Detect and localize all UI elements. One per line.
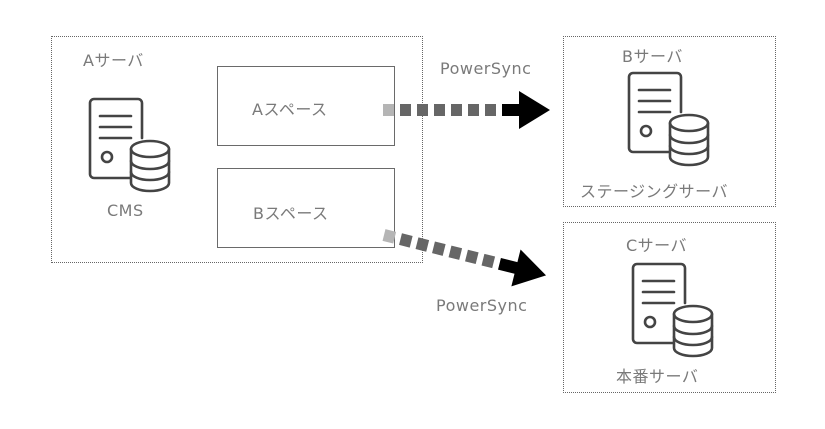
server-a-title: Aサーバ	[83, 51, 144, 70]
sync-arrow-a-to-b-dash-segment	[383, 104, 394, 116]
sync-arrow-a-to-b-dash-segment	[485, 104, 496, 116]
sync-arrow-b-to-c-arrowhead	[498, 249, 547, 287]
sync-arrow-b-to-c-dash-segment	[399, 233, 413, 248]
space-a-box[interactable]	[217, 66, 395, 146]
sync-arrow-a-to-b-arrowhead	[502, 91, 550, 129]
sync-arrow-a-to-b-dash-segment	[434, 104, 445, 116]
sync-arrow-b-to-c-dash-segment	[465, 249, 479, 265]
sync-arrow-a-to-b-dash-segment	[417, 104, 428, 116]
sync-arrow-b-to-c-dash-segment	[382, 229, 397, 244]
server-b-container	[563, 36, 776, 207]
space-b-box[interactable]	[217, 168, 395, 248]
sync-arrow-b-to-c-dash-segment	[448, 245, 463, 260]
sync-label-b-to-c: PowerSync	[436, 296, 528, 315]
server-c-title: Cサーバ	[626, 236, 688, 255]
sync-label-a-to-b: PowerSync	[440, 59, 532, 78]
server-b-caption: ステージングサーバ	[580, 182, 729, 201]
sync-arrow-a-to-b-dash-segment	[400, 104, 411, 116]
cms-label: CMS	[107, 201, 144, 220]
sync-arrow-b-to-c	[382, 229, 547, 287]
server-database-icon	[88, 97, 171, 193]
sync-arrow-b-to-c-dash-segment	[481, 253, 496, 269]
space-b-label: Bスペース	[253, 204, 329, 223]
server-c-container	[563, 222, 776, 393]
sync-arrow-a-to-b-dash-segment	[451, 104, 462, 116]
sync-arrow-a-to-b	[383, 91, 550, 129]
server-a-container	[51, 36, 423, 263]
sync-arrow-a-to-b-dash-segment	[468, 104, 479, 116]
sync-arrow-b-to-c-dash-segment	[432, 241, 446, 256]
server-database-icon	[627, 71, 710, 167]
space-a-label: Aスペース	[252, 100, 328, 119]
server-database-icon	[631, 262, 714, 358]
server-b-title: Bサーバ	[622, 47, 683, 66]
server-c-caption: 本番サーバ	[616, 367, 699, 386]
sync-arrow-b-to-c-dash-segment	[415, 237, 430, 252]
